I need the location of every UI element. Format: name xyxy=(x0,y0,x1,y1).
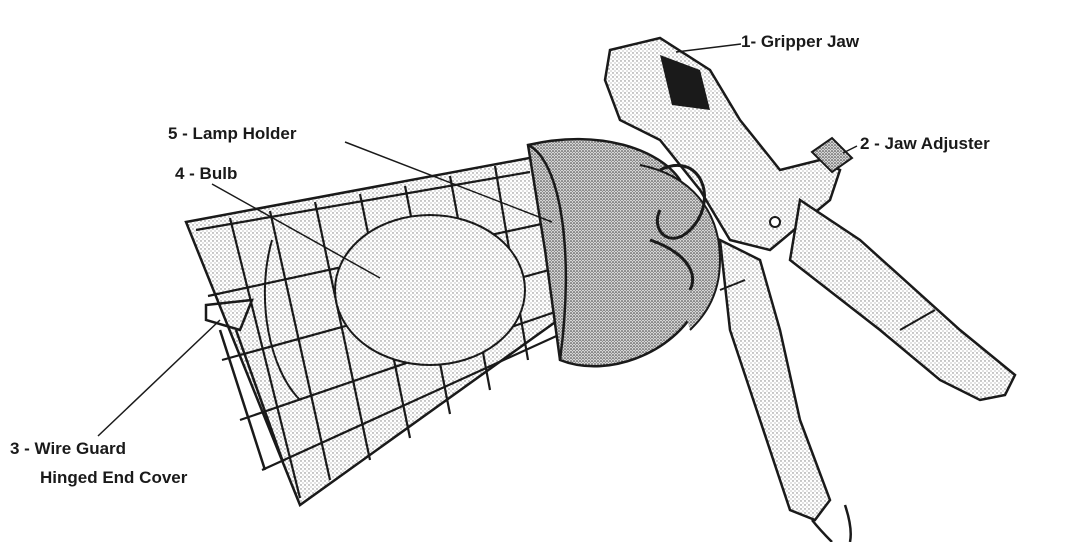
leader-lamp-holder xyxy=(344,141,553,223)
leader-wire-guard xyxy=(97,319,221,437)
lamp-holder-ring xyxy=(526,137,722,368)
hinged-end-cover xyxy=(204,298,285,471)
leader-gripper-jaw xyxy=(675,43,742,53)
bulb-shape xyxy=(263,214,526,401)
label-bulb: 4 - Bulb xyxy=(175,164,238,183)
leader-jaw-adjuster xyxy=(842,145,858,154)
label-gripper-jaw: 1- Gripper Jaw xyxy=(741,32,860,51)
leader-lines xyxy=(97,43,858,437)
label-lamp-holder: 5 - Lamp Holder xyxy=(168,124,297,143)
label-wire-guard: 3 - Wire Guard xyxy=(10,439,127,458)
gripper-clamp xyxy=(603,36,1017,542)
label-hinged-end-cover: Hinged End Cover xyxy=(40,468,188,487)
label-jaw-adjuster: 2 - Jaw Adjuster xyxy=(860,134,990,153)
leader-bulb xyxy=(211,183,381,279)
